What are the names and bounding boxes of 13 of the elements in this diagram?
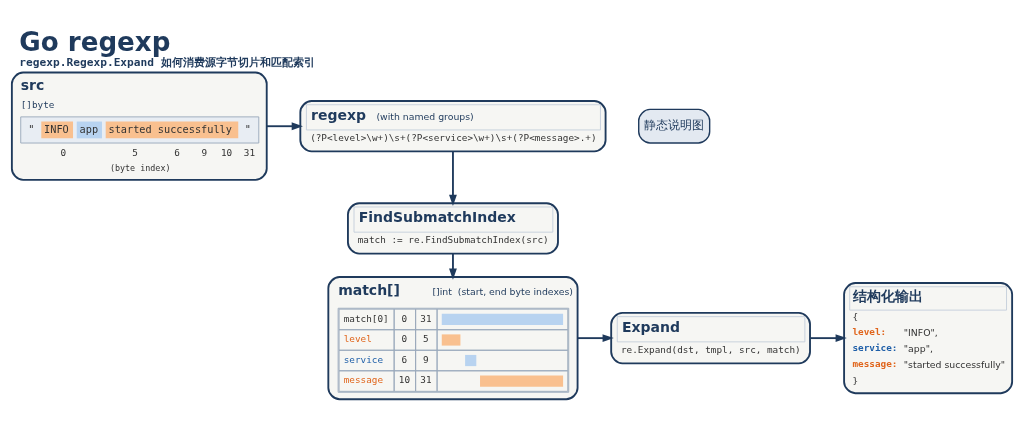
node-box: src []byte " INFO app started successfully " 0 5 6 9 10 31 (byte index): [10, 71, 268, 181]
label: 静态说明图: [644, 118, 705, 133]
arrow: [449, 150, 457, 206]
node-box: Expand re.Expand(dst, tmpl, src, match): [610, 312, 811, 365]
node-box: regexp (with named groups) (?P<level>\w+)\s+(?P<service>\w+)\s+(?P<message>.+): [299, 100, 607, 153]
diagram-title: Go regexp: [19, 27, 171, 58]
arrow: [266, 122, 303, 131]
node-box: FindSubmatchIndex match := re.FindSubmatchIndex(src): [347, 202, 559, 255]
node-box: match[] []int (start, end byte indexes) match[0] 0 31 level 0 5 service 6 9 message 10 31: [327, 276, 579, 401]
arrow: [809, 334, 847, 343]
node-box: 结构化输出 { level: "INFO", service: "app", message: "started successfully" }: [843, 282, 1014, 395]
arrow: [449, 252, 457, 280]
arrow: [576, 334, 614, 343]
